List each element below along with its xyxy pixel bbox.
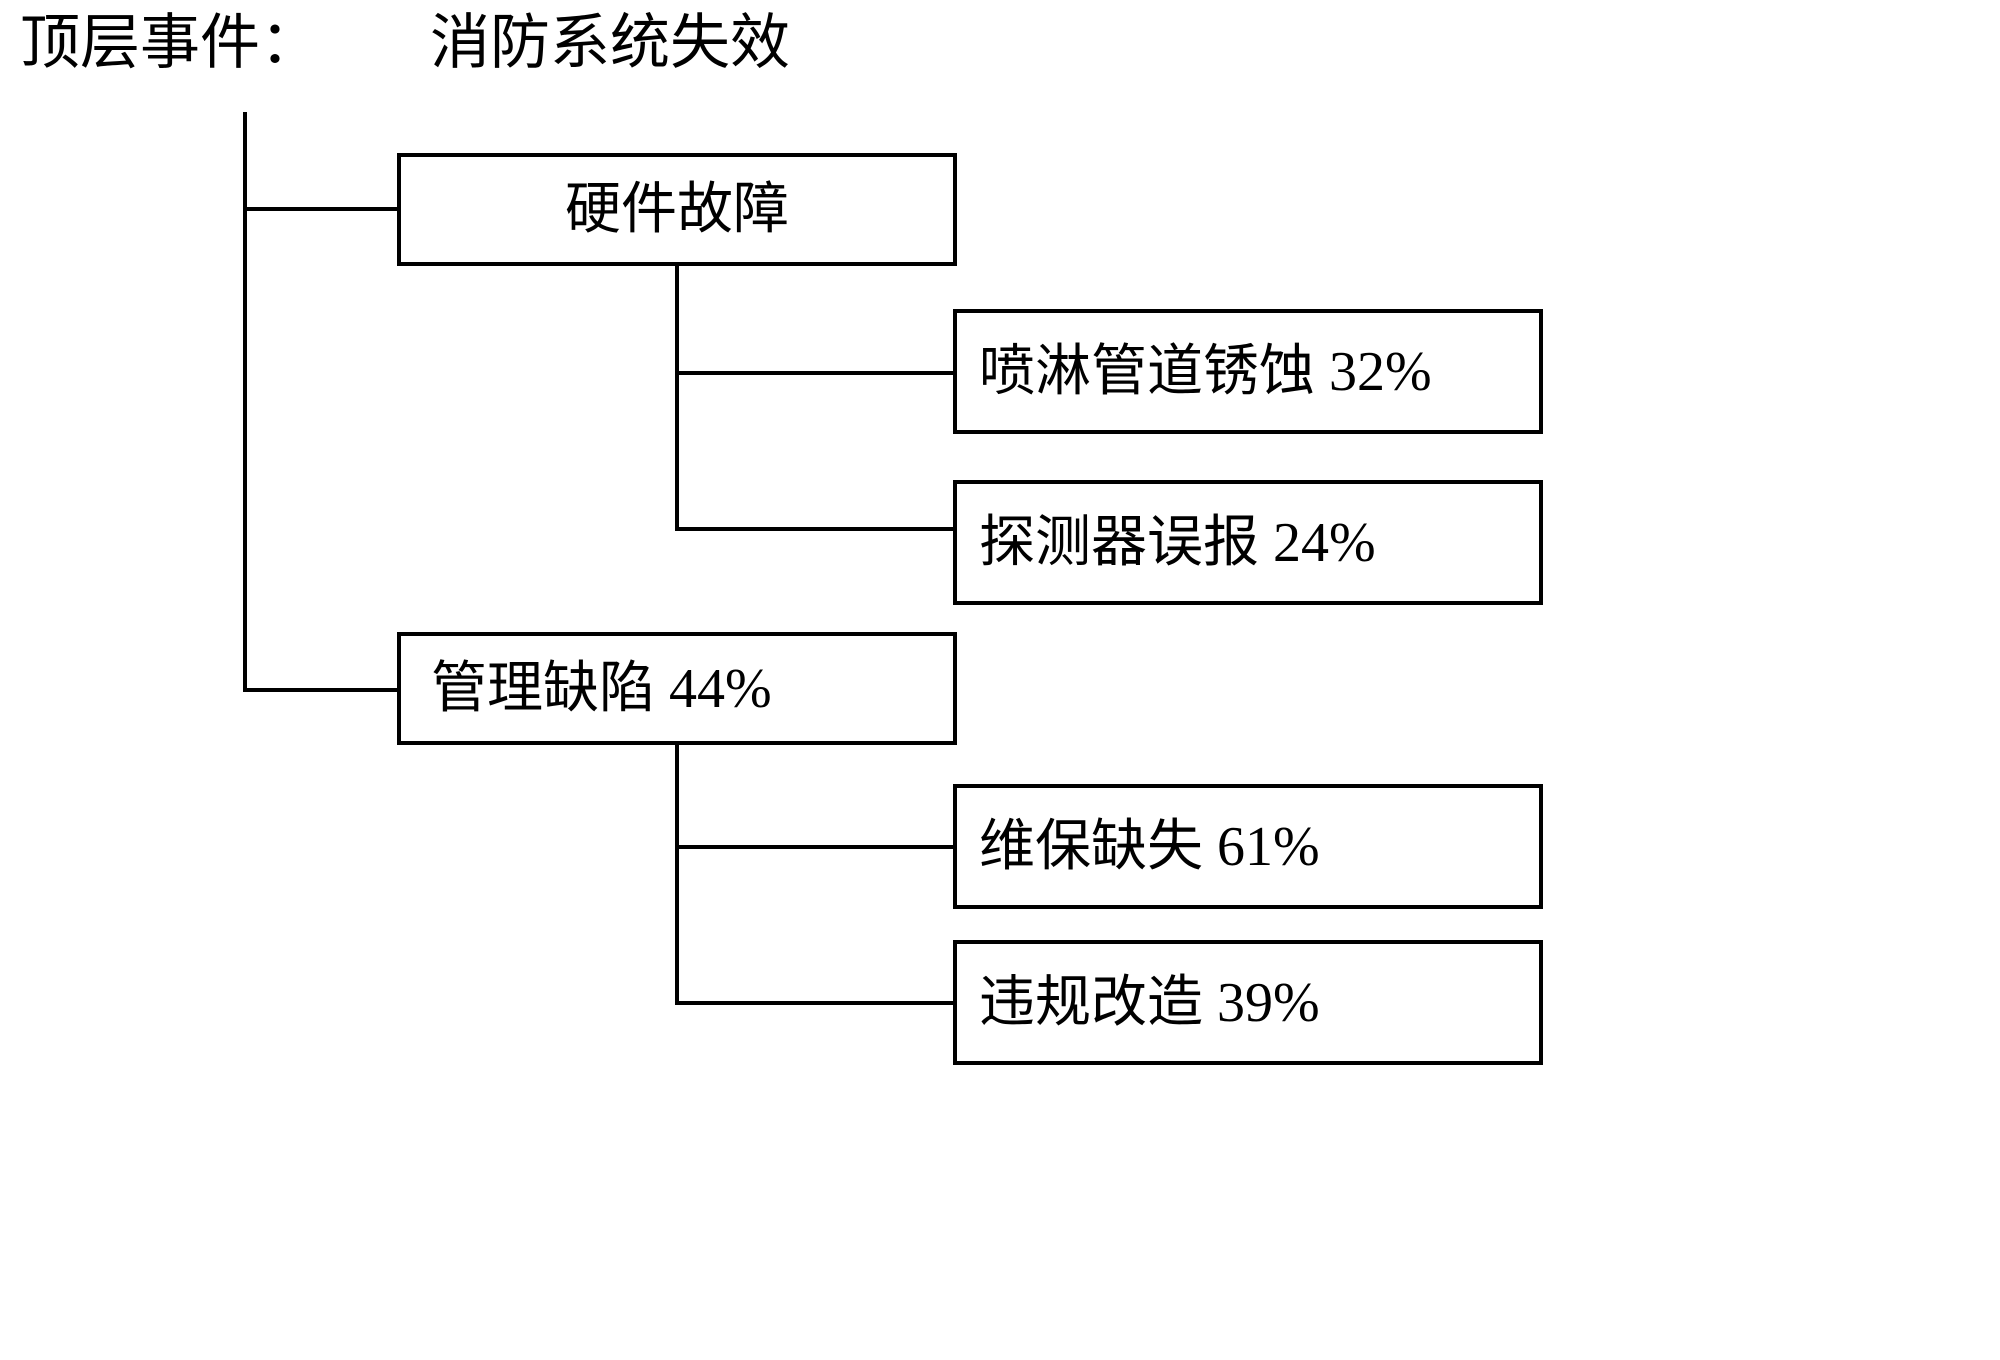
node-detector-false-alarm-label: 探测器误报 24% — [979, 511, 1376, 574]
node-illegal-modification-label: 违规改造 39% — [979, 971, 1320, 1034]
node-maintenance-missing-label: 维保缺失 61% — [979, 815, 1320, 878]
management-subspine-line — [675, 745, 679, 1005]
hardware-branch-sprinkler-line — [675, 371, 955, 375]
node-sprinkler-pipe-corrosion-label: 喷淋管道锈蚀 32% — [979, 340, 1432, 403]
node-hardware-failure[interactable]: 硬件故障 — [397, 153, 957, 266]
node-maintenance-missing[interactable]: 维保缺失 61% — [953, 784, 1543, 909]
root-spine-line — [243, 112, 247, 692]
root-branch-management-line — [243, 688, 399, 692]
diagram-title: 顶层事件： 消防系统失效 — [20, 12, 790, 75]
management-branch-maintenance-line — [675, 845, 955, 849]
hardware-subspine-line — [675, 266, 679, 531]
node-sprinkler-pipe-corrosion[interactable]: 喷淋管道锈蚀 32% — [953, 309, 1543, 434]
node-illegal-modification[interactable]: 违规改造 39% — [953, 940, 1543, 1065]
node-management-defect[interactable]: 管理缺陷 44% — [397, 632, 957, 745]
management-branch-illegal-line — [675, 1001, 955, 1005]
node-management-defect-label: 管理缺陷 44% — [431, 657, 772, 720]
node-hardware-failure-label: 硬件故障 — [565, 178, 789, 241]
top-event-value: 消防系统失效 — [430, 10, 790, 76]
hardware-branch-detector-line — [675, 527, 955, 531]
top-event-label: 顶层事件： — [20, 10, 320, 76]
node-detector-false-alarm[interactable]: 探测器误报 24% — [953, 480, 1543, 605]
root-branch-hardware-line — [243, 207, 399, 211]
